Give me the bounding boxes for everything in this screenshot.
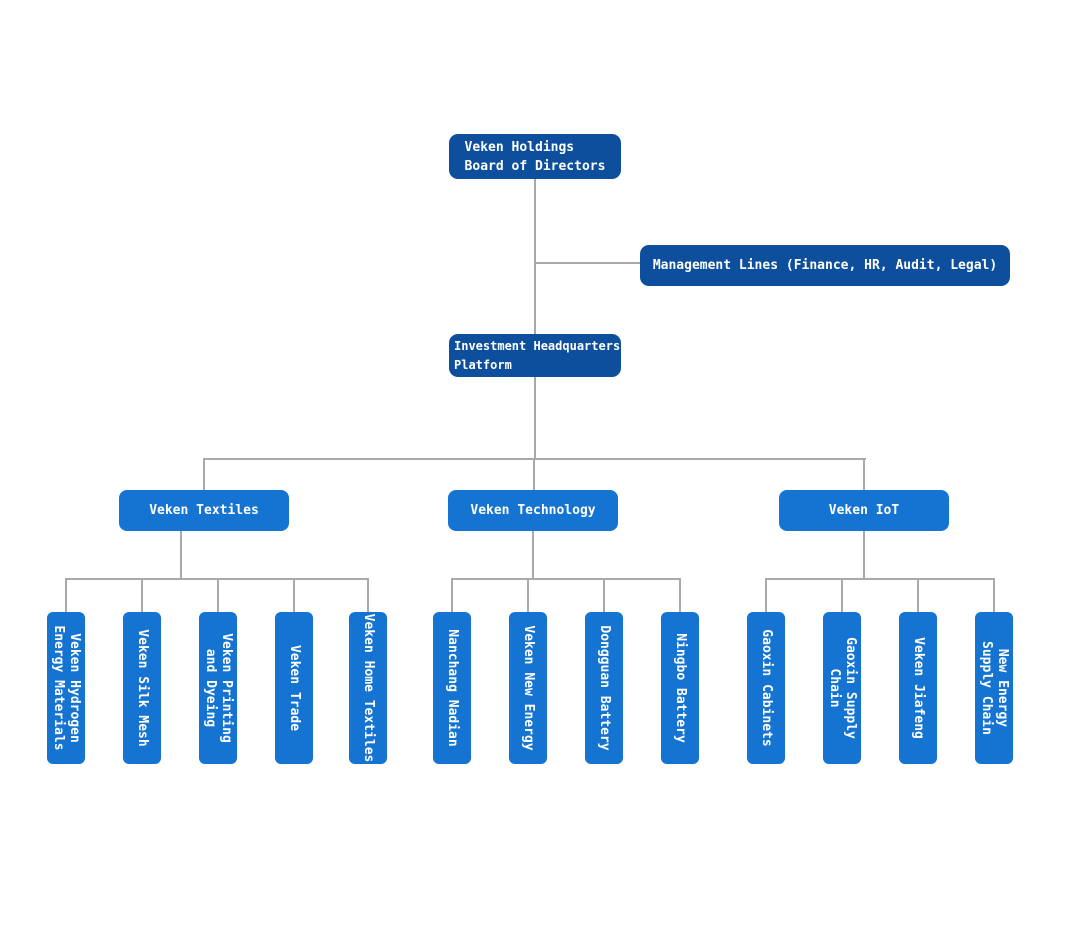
node-label: Veken Textiles [149,503,259,518]
node-gaoxin-supply-chain: Gaoxin Supply Chain [823,612,861,764]
node-new-energy-supply-chain: New Energy Supply Chain [975,612,1013,764]
node-label: Management Lines (Finance, HR, Audit, Le… [652,258,998,273]
node-label: Investment Headquarters Platform [454,338,621,372]
connector-root-platform [534,179,536,335]
connector-leaf-drop [217,579,219,613]
connector-leaf-drop [451,579,453,613]
connector-leaf-drop [603,579,605,613]
node-ningbo-battery: Ningbo Battery [661,612,699,764]
node-board-of-directors: Veken Holdings Board of Directors [449,134,621,179]
connector-leaf-drop [367,579,369,613]
connector-leaf-drop [293,579,295,613]
connector-drop-iot [863,458,865,492]
node-veken-textiles: Veken Textiles [119,490,289,531]
connector-management-branch [534,262,640,264]
node-management-lines: Management Lines (Finance, HR, Audit, Le… [640,245,1010,286]
connector-platform-down [534,377,536,460]
connector-iot-horizontal [765,578,995,580]
connector-leaf-drop [65,579,67,613]
node-dongguan-battery: Dongguan Battery [585,612,623,764]
node-veken-iot: Veken IoT [779,490,949,531]
node-label: Gaoxin Cabinets [759,629,774,747]
node-nanchang-nadian: Nanchang Nadian [433,612,471,764]
node-label: Veken Home Textiles [361,613,376,763]
connector-drop-technology [533,458,535,492]
connector-leaf-drop [765,579,767,613]
connector-technology-horizontal [451,578,681,580]
node-label: Dongguan Battery [597,625,612,751]
node-label: Veken Trade [287,644,302,732]
node-label: Veken New Energy [521,625,536,751]
node-label: Veken Printing and Dyeing [203,633,234,743]
node-veken-home-textiles: Veken Home Textiles [349,612,387,764]
node-label: Veken Hydrogen Energy Materials [51,625,82,751]
node-veken-hydrogen-energy-materials: Veken Hydrogen Energy Materials [47,612,85,764]
node-label: Veken IoT [828,503,900,518]
connector-drop-textiles [203,458,205,492]
node-label: Veken Silk Mesh [135,629,150,747]
node-label: Veken Technology [470,503,596,518]
connector-technology-down [532,531,534,580]
node-label: Ningbo Battery [673,633,688,743]
node-investment-platform: Investment Headquarters Platform [449,334,621,377]
connector-leaf-drop [141,579,143,613]
connector-textiles-down [180,531,182,580]
connector-leaf-drop [679,579,681,613]
node-veken-trade: Veken Trade [275,612,313,764]
connector-leaf-drop [527,579,529,613]
node-veken-printing-and-dyeing: Veken Printing and Dyeing [199,612,237,764]
node-label: Veken Holdings Board of Directors [464,139,606,174]
node-label: New Energy Supply Chain [979,641,1010,735]
node-gaoxin-cabinets: Gaoxin Cabinets [747,612,785,764]
connector-leaf-drop [993,579,995,613]
connector-leaf-drop [917,579,919,613]
node-label: Nanchang Nadian [445,629,460,747]
node-veken-technology: Veken Technology [448,490,618,531]
connector-iot-down [863,531,865,580]
connector-leaf-drop [841,579,843,613]
node-veken-jiafeng: Veken Jiafeng [899,612,937,764]
node-label: Veken Jiafeng [911,637,926,739]
node-veken-silk-mesh: Veken Silk Mesh [123,612,161,764]
node-label: Gaoxin Supply Chain [827,637,858,739]
node-veken-new-energy: Veken New Energy [509,612,547,764]
